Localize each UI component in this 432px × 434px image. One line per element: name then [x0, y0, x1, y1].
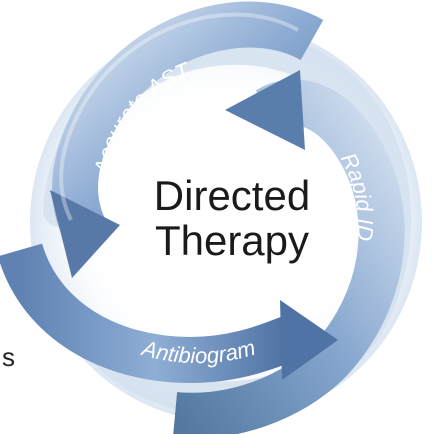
arrow-head-bottom-right	[280, 300, 338, 380]
arrow-head-top	[225, 70, 305, 150]
center-title-line-2: Therapy	[155, 217, 309, 264]
band-rapid-id	[173, 70, 405, 434]
band-accurate-ast	[50, 1, 324, 278]
edge-text-fragment: s	[2, 342, 15, 372]
band-antibiogram	[0, 242, 338, 384]
center-title-line-1: Directed	[154, 172, 310, 219]
arrow-head-left	[50, 190, 120, 278]
